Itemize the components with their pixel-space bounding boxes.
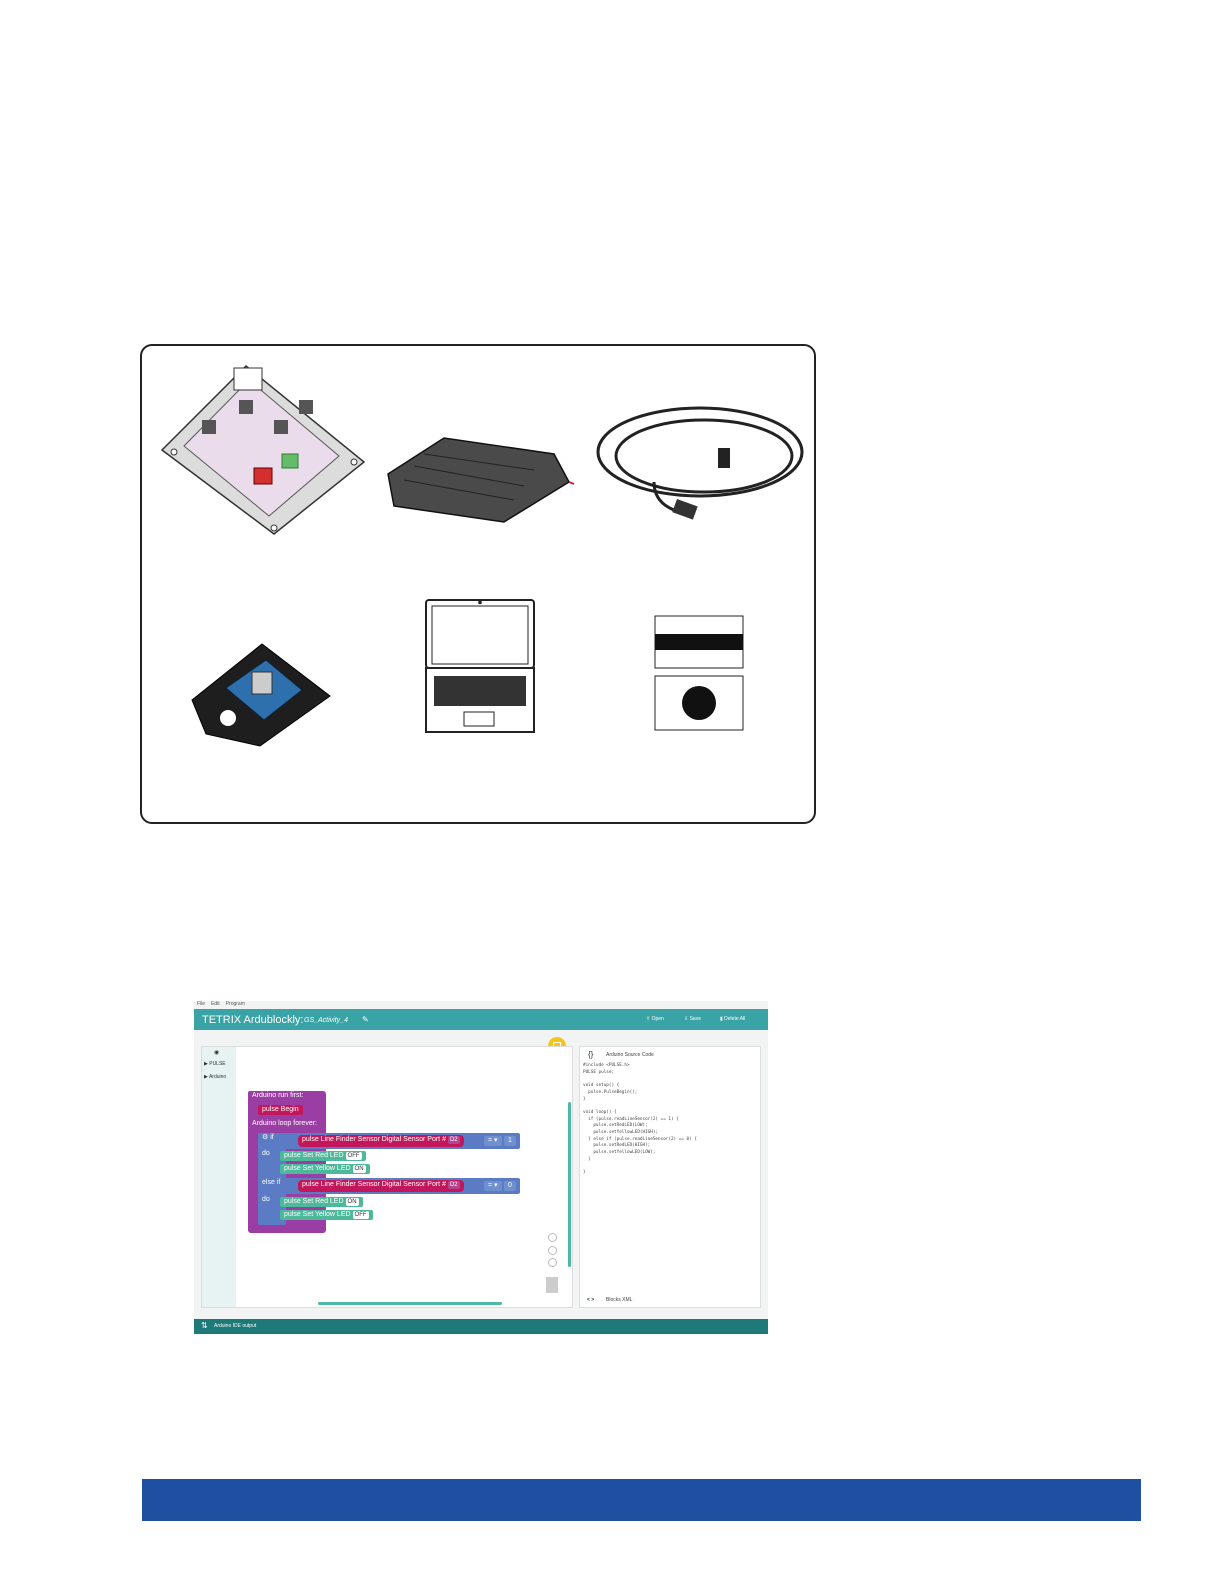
menu-program[interactable]: Program xyxy=(225,1001,245,1007)
toolbox-arduino[interactable]: ▶ Arduino xyxy=(204,1074,227,1080)
edit-pencil-icon[interactable]: ✎ xyxy=(362,1015,369,1024)
toolbox-pulse[interactable]: ▶ PULSE xyxy=(204,1061,226,1067)
usb-cable-image xyxy=(596,406,804,520)
do-label-2: do xyxy=(262,1196,270,1203)
eye-icon[interactable]: ◉ xyxy=(214,1050,220,1056)
upload-icon: ⇧ xyxy=(646,1016,651,1022)
footer-band xyxy=(142,1479,1141,1521)
expand-arrows-icon[interactable]: ⇅ xyxy=(201,1321,208,1330)
arduino-source-code: #include <PULSE.h> PULSE pulse; void set… xyxy=(583,1063,697,1176)
run-first-block[interactable]: Arduino run first: xyxy=(248,1091,308,1101)
workspace-trash-icon[interactable] xyxy=(546,1277,558,1293)
delete-all-button[interactable]: ▮ Delete All xyxy=(720,1016,746,1022)
line-finder-sensor-image xyxy=(191,643,331,747)
app-bar: TETRIX Ardublockly: GS_Activity_4 ✎ ⇧ Op… xyxy=(194,1009,768,1030)
blocks-xml-tab[interactable]: Blocks XML xyxy=(606,1297,633,1303)
app-title: TETRIX Ardublockly: xyxy=(202,1014,304,1026)
zoom-out-icon[interactable] xyxy=(548,1258,557,1267)
compare-op-2[interactable]: = ▾ xyxy=(484,1181,502,1191)
line-test-cards-image xyxy=(654,615,744,731)
laptop-image xyxy=(425,599,535,733)
pulse-begin-block[interactable]: pulse Begin xyxy=(258,1105,303,1115)
ardublockly-screenshot: File Edit Program TETRIX Ardublockly: GS_A… xyxy=(194,1001,768,1334)
value-0[interactable]: 0 xyxy=(504,1181,516,1191)
battery-pack-image xyxy=(387,437,575,523)
braces-icon: {} xyxy=(588,1050,594,1059)
blockly-workspace[interactable]: ◉ ▶ PULSE ▶ Arduino Arduino run first: p… xyxy=(201,1046,573,1308)
value-1[interactable]: 1 xyxy=(504,1136,516,1146)
code-panel-title: Arduino Source Code xyxy=(606,1052,654,1058)
file-name[interactable]: GS_Activity_4 xyxy=(304,1017,348,1024)
ide-output-bar[interactable]: ⇅ Arduino IDE output xyxy=(194,1319,768,1334)
zoom-in-icon[interactable] xyxy=(548,1246,557,1255)
do-label-1: do xyxy=(262,1150,270,1157)
menu-edit[interactable]: Edit xyxy=(211,1001,220,1007)
toolbox: ◉ ▶ PULSE ▶ Arduino xyxy=(202,1047,236,1307)
menu-file[interactable]: File xyxy=(197,1001,206,1007)
pulse-controller-image xyxy=(160,364,366,535)
ide-output-label: Arduino IDE output xyxy=(214,1323,257,1329)
zoom-reset-icon[interactable] xyxy=(548,1233,557,1242)
gear-icon[interactable]: ⚙ xyxy=(262,1134,269,1141)
save-button[interactable]: ⇩ Save xyxy=(684,1016,701,1022)
code-panel: {} Arduino Source Code #include <PULSE.h… xyxy=(579,1046,761,1308)
trash-icon: ▮ xyxy=(720,1016,723,1022)
horizontal-scrollbar[interactable] xyxy=(318,1302,502,1305)
materials-box xyxy=(140,344,816,824)
menu-bar: File Edit Program xyxy=(194,1001,768,1009)
vertical-scrollbar[interactable] xyxy=(568,1102,571,1267)
xml-icon: < > xyxy=(587,1297,595,1303)
line-finder-block-2[interactable]: pulse Line Finder Sensor Digital Sensor … xyxy=(298,1180,464,1192)
loop-forever-block[interactable]: Arduino loop forever: xyxy=(248,1119,321,1129)
download-icon: ⇩ xyxy=(684,1016,689,1022)
open-button[interactable]: ⇧ Open xyxy=(646,1016,664,1022)
line-finder-block-1[interactable]: pulse Line Finder Sensor Digital Sensor … xyxy=(298,1135,464,1147)
compare-op-1[interactable]: = ▾ xyxy=(484,1136,502,1146)
